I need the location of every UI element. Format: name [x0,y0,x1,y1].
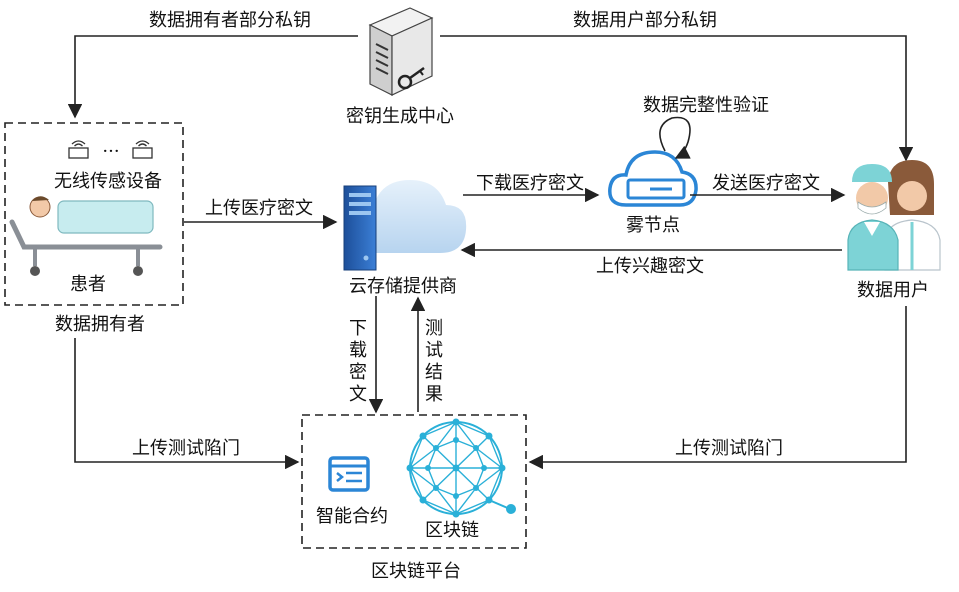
download-ciphertext-char: 密 [349,362,367,383]
download-ciphertext-char: 下 [349,318,367,339]
fog-node-label: 雾节点 [626,215,680,236]
send-medical-ciphertext-label: 发送医疗密文 [712,173,820,194]
edge-user-private-key [440,35,914,162]
test-result-char: 测 [425,318,443,339]
data-user-label: 数据用户 [857,280,929,301]
data-owner-box [4,122,184,306]
sensor-ellipsis: ··· [102,141,119,162]
doctors-icon [847,160,941,271]
patient-label: 患者 [70,274,106,295]
upload-interest-ciphertext-label: 上传兴趣密文 [596,256,704,277]
user-private-key-label: 数据用户部分私钥 [573,10,717,31]
test-result-char: 果 [425,384,443,405]
download-medical-ciphertext-label: 下载医疗密文 [476,173,584,194]
owner-private-key-label: 数据拥有者部分私钥 [149,10,311,31]
owner-upload-trapdoor-label: 上传测试陷门 [132,438,240,459]
test-result-char: 结 [425,362,443,383]
edge-owner-private-key [67,35,358,119]
router-icon [68,140,153,159]
user-upload-trapdoor-label: 上传测试陷门 [675,438,783,459]
sensors-label: 无线传感设备 [54,171,162,192]
blockchain-platform-box [301,414,527,549]
data-owner-label: 数据拥有者 [55,314,145,335]
test-result-label: 测 试 结 果 [425,318,443,405]
smart-contract-label: 智能合约 [316,506,388,527]
blockchain-platform-label: 区块链平台 [371,561,461,582]
contract-icon [328,456,370,492]
fog-node-icon [608,150,698,207]
download-ciphertext-char: 载 [349,340,367,361]
patient-bed-icon [9,196,163,276]
cloud-provider-label: 云存储提供商 [349,276,457,297]
download-ciphertext-label: 下 载 密 文 [349,318,367,405]
download-ciphertext-char: 文 [349,384,367,405]
edge-owner-upload-trapdoor [74,338,300,470]
test-result-char: 试 [425,340,443,361]
edge-integrity-check [659,116,691,159]
cloud-server-icon [343,180,467,271]
upload-medical-ciphertext-label: 上传医疗密文 [205,198,313,219]
server-icon [368,7,434,96]
integrity-check-label: 数据完整性验证 [643,95,769,116]
key-center-label: 密钥生成中心 [346,106,454,127]
blockchain-network-icon [406,418,516,518]
blockchain-label: 区块链 [425,520,479,541]
edge-user-upload-trapdoor [528,306,907,470]
